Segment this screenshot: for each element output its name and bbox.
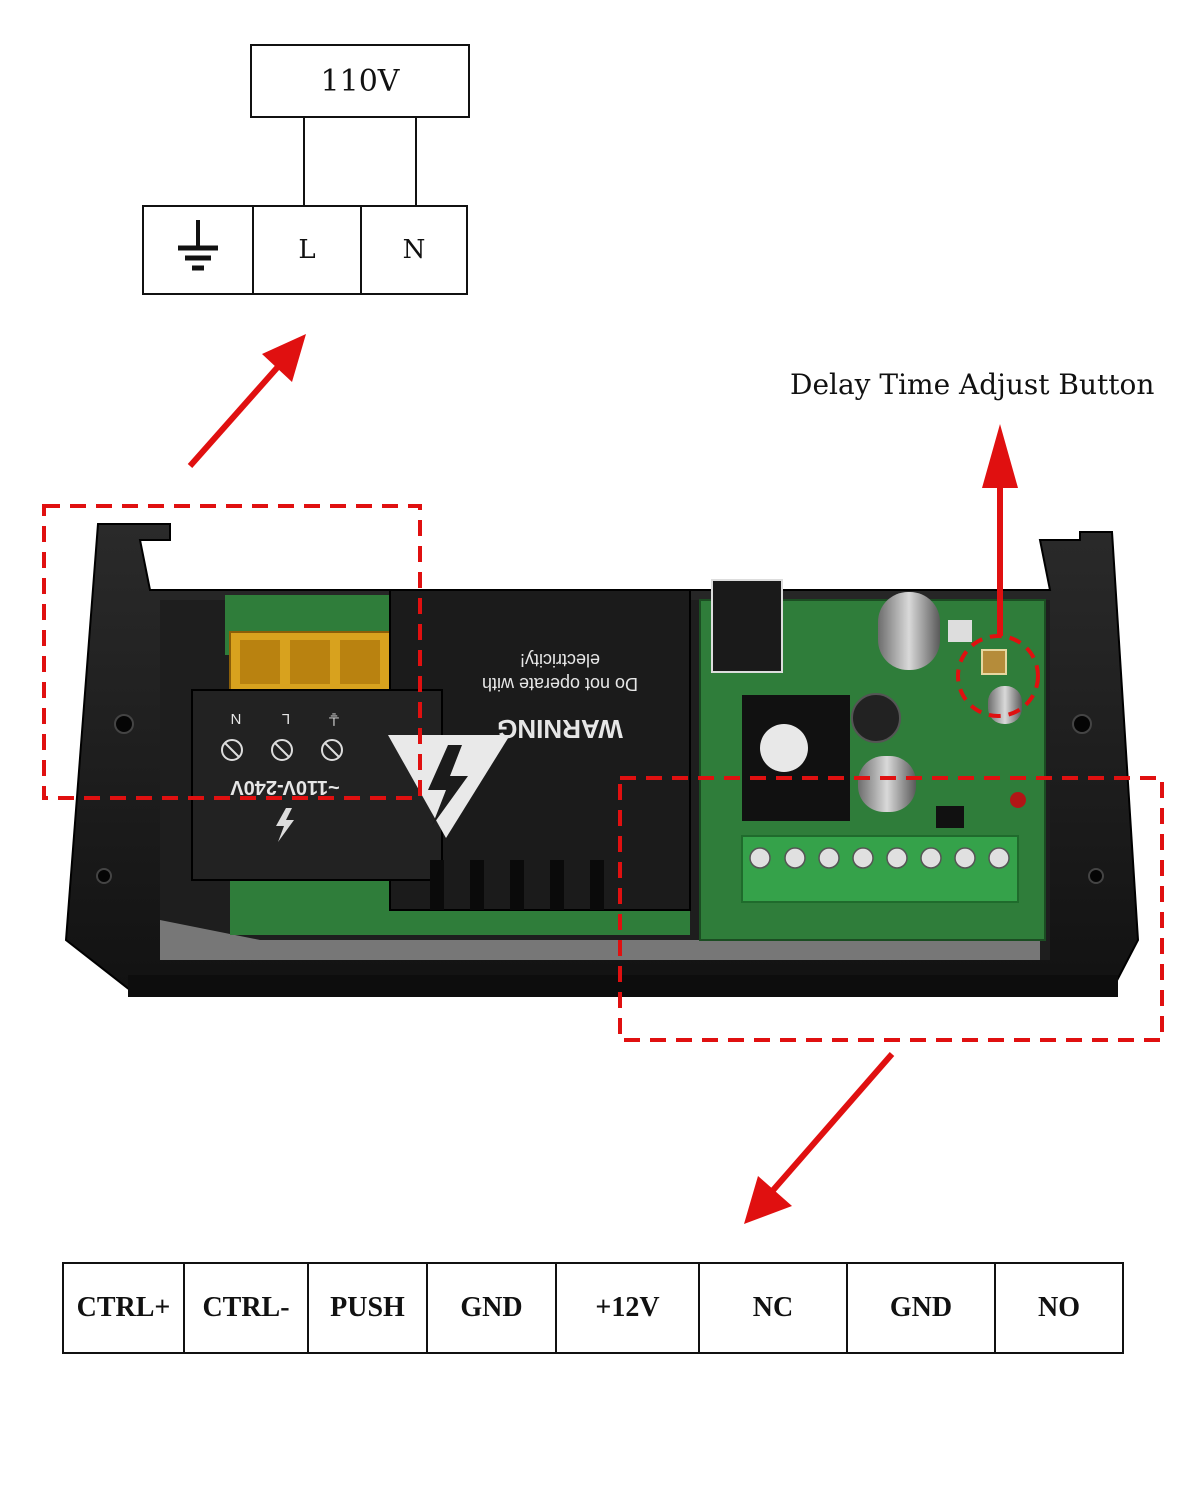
terminal-ctrl-plus: CTRL+ [64, 1264, 185, 1352]
device-input-terminal [229, 631, 391, 691]
input-callout-region [42, 504, 422, 800]
warning-label: WARNING Do not operate with electricity! [482, 650, 638, 744]
svg-text:L: L [282, 710, 290, 727]
output-callout-region [618, 776, 1164, 1042]
svg-text:⏚: ⏚ [326, 710, 341, 728]
svg-text:N: N [231, 710, 242, 727]
supply-label: 110V [320, 63, 400, 99]
output-terminal-table: CTRL+ CTRL- PUSH GND +12V NC GND NO [62, 1262, 1124, 1354]
terminal-ground [144, 205, 254, 293]
terminal-gnd-2: GND [848, 1264, 996, 1352]
delay-time-label: Delay Time Adjust Button [790, 367, 1155, 401]
voltage-range: ~110V-240V [230, 776, 340, 798]
warning-line1: Do not operate with [482, 674, 638, 694]
arrow-to-input-terminals [187, 334, 306, 468]
power-module [191, 589, 691, 911]
terminal-gnd-1: GND [428, 1264, 557, 1352]
terminal-no: NO [1038, 1292, 1080, 1323]
warning-line2: electricity! [520, 650, 600, 670]
terminal-push: PUSH [309, 1264, 428, 1352]
device-output-terminal [741, 835, 1019, 903]
terminal-nc: NC [700, 1264, 848, 1352]
warning-title: WARNING [497, 714, 623, 744]
terminal-n: N [362, 205, 466, 293]
ground-icon [175, 218, 221, 282]
terminal-n-label: N [402, 235, 426, 265]
terminal-l: L [254, 205, 362, 293]
terminal-l-label: L [298, 235, 316, 265]
pcb-components [711, 579, 1026, 828]
terminal-marks: N L ⏚ [231, 710, 342, 728]
terminal-ctrl-minus: CTRL- [185, 1264, 309, 1352]
input-terminal-block: L N [142, 205, 468, 295]
terminal-12v: +12V [557, 1264, 700, 1352]
arrow-to-delay-label [982, 424, 1018, 636]
supply-box: 110V [250, 44, 470, 118]
arrow-to-output-terminals [744, 1052, 895, 1224]
voltage-mark: ~110V-240V [230, 776, 340, 798]
